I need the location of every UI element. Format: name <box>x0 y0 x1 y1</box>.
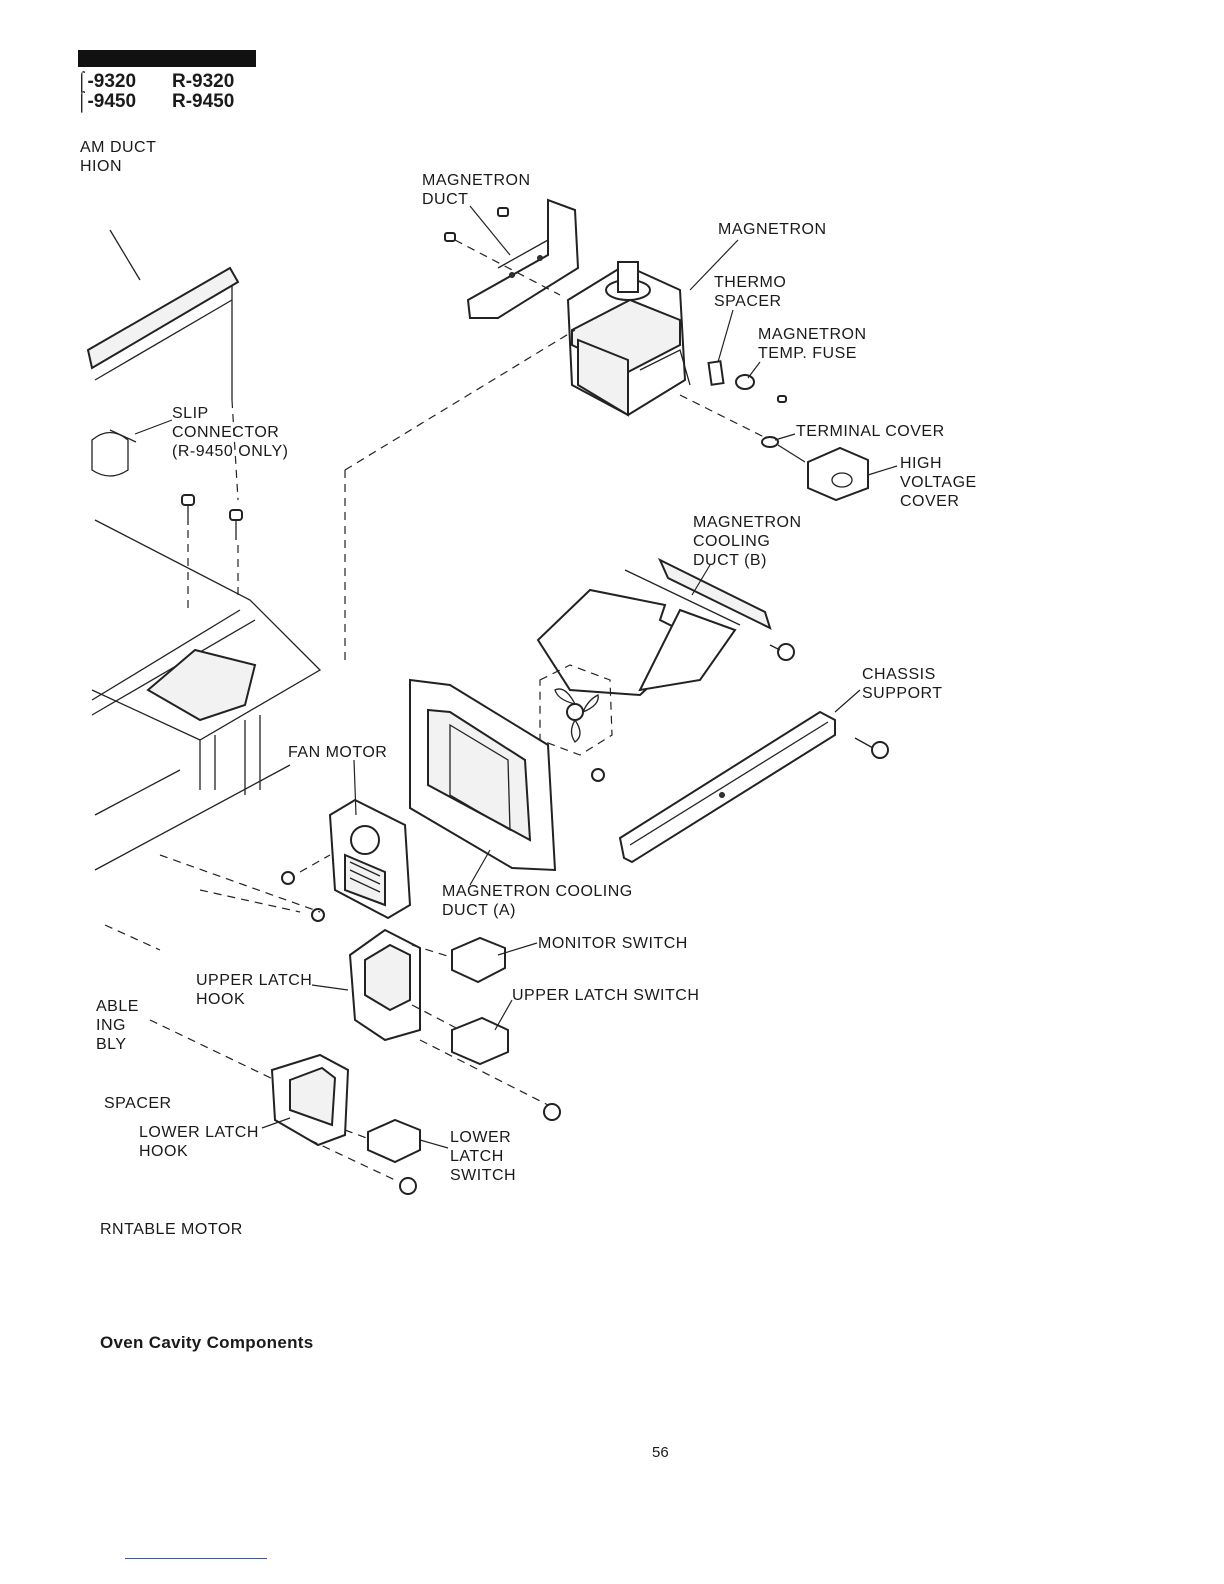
label-magnetron-duct: MAGNETRON DUCT <box>422 172 531 208</box>
model-number-left-1: ⌠-9320 <box>76 71 137 92</box>
model-number-right-1: R-9320 <box>172 71 235 92</box>
figure-caption: Oven Cavity Components <box>100 1333 314 1352</box>
label-fan-motor: FAN MOTOR <box>288 744 388 761</box>
label-high-voltage-cover: HIGH VOLTAGE COVER <box>900 455 977 510</box>
partial-heading-line-2: HION <box>80 158 122 175</box>
header-bar <box>78 50 256 67</box>
label-thermo-spacer: THERMO SPACER <box>714 274 787 310</box>
label-lower-latch-hook: LOWER LATCH HOOK <box>139 1124 259 1160</box>
lower-latch-hook-part <box>104 924 396 1181</box>
label-terminal-cover: TERMINAL COVER <box>796 423 945 440</box>
page-number: 56 <box>652 1444 669 1461</box>
monitor-switch-part <box>451 936 506 984</box>
label-magnetron-temp-fuse: MAGNETRON TEMP. FUSE <box>758 326 867 362</box>
label-partial-spacer: SPACER <box>104 1095 172 1112</box>
label-slip-connector: SLIP CONNECTOR (R-9450 ONLY) <box>172 405 289 460</box>
partial-heading-line-1: AM DUCT <box>80 139 157 156</box>
label-upper-latch-hook: UPPER LATCH HOOK <box>196 972 313 1008</box>
label-magnetron: MAGNETRON <box>718 221 827 238</box>
magnetron-cooling-duct-b-part <box>536 557 795 697</box>
model-number-left-2: ⌠-9450 <box>76 91 137 112</box>
magnetron-part <box>344 261 691 660</box>
oven-cavity-structure <box>86 229 322 871</box>
bottom-rule <box>125 1558 267 1559</box>
model-number-right-2: R-9450 <box>172 91 235 112</box>
label-upper-latch-switch: UPPER LATCH SWITCH <box>512 987 700 1004</box>
thermo-spacer-part <box>707 360 725 386</box>
upper-latch-switch-part <box>419 1016 561 1121</box>
label-chassis-support: CHASSIS SUPPORT <box>862 666 943 702</box>
label-partial-assembly: ABLE ING BLY <box>96 998 139 1053</box>
label-turntable-motor: RNTABLE MOTOR <box>100 1221 243 1238</box>
high-voltage-cover-part <box>807 446 869 502</box>
label-monitor-switch: MONITOR SWITCH <box>538 935 688 952</box>
lower-latch-switch-part <box>367 1118 421 1195</box>
upper-latch-hook-part <box>348 928 461 1042</box>
chassis-support-part <box>618 710 889 864</box>
fan-blade-part <box>539 664 613 782</box>
magnetron-temp-fuse-part <box>735 374 787 403</box>
label-magnetron-cooling-duct-a: MAGNETRON COOLING DUCT (A) <box>442 883 633 919</box>
magnetron-cooling-duct-a-part <box>409 678 557 872</box>
label-magnetron-cooling-duct-b: MAGNETRON COOLING DUCT (B) <box>693 514 802 569</box>
magnetron-duct-part <box>444 198 580 319</box>
leader-lines <box>134 205 898 1149</box>
slip-connector-screws <box>181 399 243 610</box>
fan-motor-part <box>159 798 412 922</box>
terminal-cover-part <box>679 394 806 463</box>
label-lower-latch-switch: LOWER LATCH SWITCH <box>450 1129 517 1184</box>
